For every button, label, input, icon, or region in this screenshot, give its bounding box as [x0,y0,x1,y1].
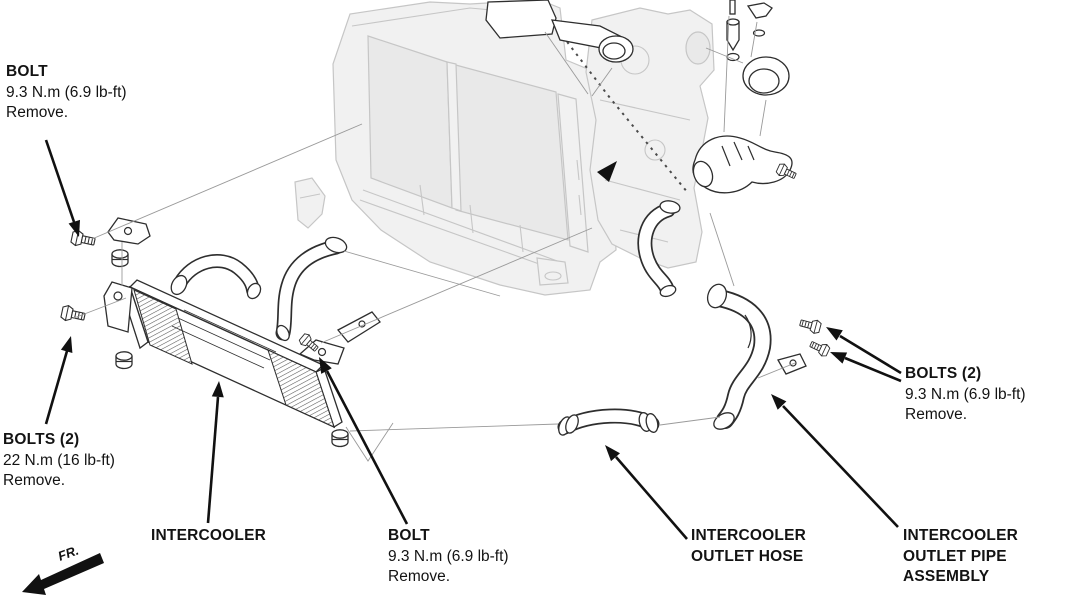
callout-bolt-bottom: BOLT 9.3 N.m (6.9 lb-ft) Remove. [388,526,509,588]
callout-arrows [44,139,902,540]
part-name: BOLTS (2) [3,431,80,448]
radiator-side-hose [637,200,681,298]
callout-outlet-pipe: INTERCOOLER OUTLET PIPE ASSEMBLY [903,526,1018,588]
action-note: Remove. [6,104,69,121]
rubber-mount [331,429,349,448]
torque-spec: 9.3 N.m (6.9 lb-ft) [6,83,127,101]
action-note: Remove. [905,406,968,423]
action-note: Remove. [3,472,66,489]
callout-intercooler: INTERCOOLER [151,526,266,547]
torque-spec: 9.3 N.m (6.9 lb-ft) [905,385,1026,403]
o-ring [752,29,766,37]
part-name: INTERCOOLER [903,527,1019,544]
callout-bolts-left: BOLTS (2) 22 N.m (16 lb-ft) Remove. [3,430,115,492]
rubber-mount [111,249,129,268]
intercooler-bracket-left [103,281,133,333]
part-name: BOLT [388,527,430,544]
charge-air-hose [275,236,348,342]
intercooler-inlet-hose [170,254,262,300]
leader-lines [73,15,796,462]
part-name: OUTLET PIPE [903,547,1007,565]
fr-label: FR. [56,543,81,564]
rubber-mount [115,351,133,370]
part-name: ASSEMBLY [903,568,990,585]
torque-spec: 22 N.m (16 lb-ft) [3,451,115,469]
part-name: OUTLET HOSE [691,547,804,565]
intercooler-outlet-hose-part [557,408,660,436]
fr-direction-arrow: FR. [22,543,104,595]
callout-bolts-right: BOLTS (2) 9.3 N.m (6.9 lb-ft) Remove. [905,364,1026,426]
part-name: INTERCOOLER [691,527,807,544]
bolt-pipe-upper [798,315,823,336]
callout-bolt-top-left: BOLT 9.3 N.m (6.9 lb-ft) Remove. [6,62,127,124]
engine-compartment [585,7,715,269]
air-duct-parts [485,0,634,63]
mount-bracket [107,217,151,245]
intercooler-assembly [103,217,381,448]
front-bulkhead-radiator [294,0,617,296]
part-name: BOLTS (2) [905,365,982,382]
action-note: Remove. [388,568,451,585]
part-name: INTERCOOLER [151,527,267,544]
sensor-parts-cluster [726,0,790,96]
direction-marker-triangle [597,161,617,182]
torque-spec: 9.3 N.m (6.9 lb-ft) [388,547,509,565]
callout-outlet-hose: INTERCOOLER OUTLET HOSE [691,526,806,567]
bolt-pipe-lower [807,337,832,359]
intercooler-outlet-pipe-assembly [706,283,807,430]
part-name: BOLT [6,63,48,80]
air-inlet-elbow [692,135,793,194]
